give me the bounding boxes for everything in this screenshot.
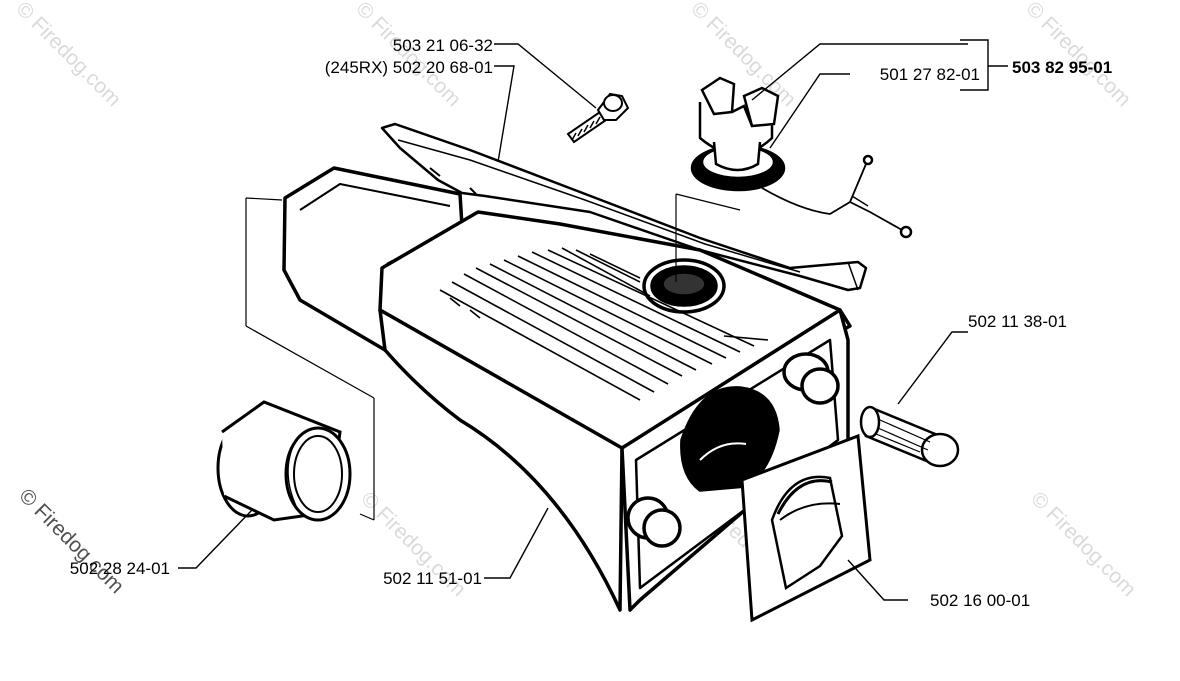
watermark-1: © Firedog.com xyxy=(11,0,125,111)
gasket-part xyxy=(740,433,872,623)
label-strap: (245RX) 502 20 68-01 xyxy=(325,58,493,77)
label-tank: 502 11 51-01 xyxy=(383,569,482,588)
label-screw: 503 21 06-32 xyxy=(393,36,493,55)
label-kit: 503 82 95-01 xyxy=(1012,58,1112,77)
watermark-8: © Firedog.com xyxy=(14,484,128,598)
watermark-4: © Firedog.com xyxy=(1021,0,1135,111)
watermark-7: © Firedog.com xyxy=(1026,487,1140,601)
screw-part xyxy=(566,92,630,144)
fuel-cap-part xyxy=(690,76,913,239)
label-ring: 502 28 24-01 xyxy=(70,559,170,578)
tank-part xyxy=(282,166,852,612)
fuel-strap-part xyxy=(380,122,868,292)
tank-ribs xyxy=(439,247,769,401)
label-bushing: 502 11 38-01 xyxy=(968,312,1067,331)
leader-lines xyxy=(178,39,1008,601)
assembly-lines xyxy=(245,193,741,521)
watermark-2: © Firedog.com xyxy=(351,0,465,111)
ring-part xyxy=(216,400,352,522)
bushing-part xyxy=(859,405,960,468)
label-gasket: 502 16 00-01 xyxy=(930,591,1030,610)
label-cap: 501 27 82-01 xyxy=(880,65,980,84)
part-labels: 503 21 06-32 (245RX) 502 20 68-01 501 27… xyxy=(70,36,1112,610)
